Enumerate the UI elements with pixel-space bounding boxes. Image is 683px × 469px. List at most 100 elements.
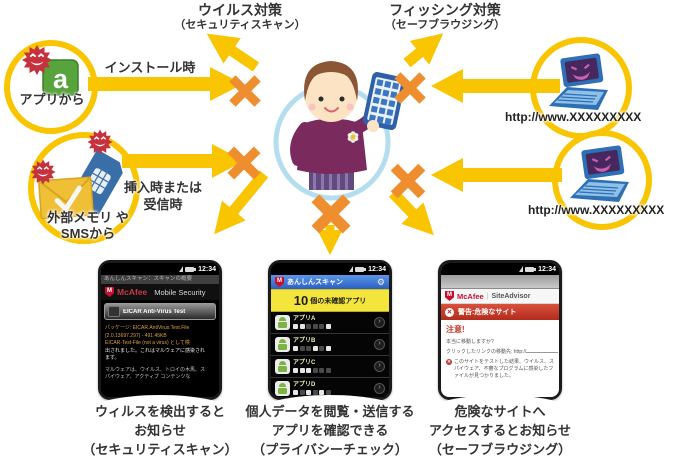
arrow-to-phone1 bbox=[214, 170, 269, 235]
from-memory-label-2: SMSから bbox=[60, 226, 116, 241]
app-list-row: アプリC › bbox=[271, 356, 389, 378]
status-bar: 12:34 bbox=[441, 263, 559, 275]
insert-time-label-1: 挿入時または bbox=[123, 180, 202, 195]
android-app-icon bbox=[275, 337, 290, 352]
virus-protection-subtitle: （セキュリティスキャン） bbox=[174, 19, 306, 31]
hair bbox=[304, 61, 358, 101]
danger-alert-banner: ✕ 警告:危険なサイト bbox=[441, 304, 559, 320]
detected-threat-row: EICAR Anti-Virus Test bbox=[104, 303, 216, 320]
arrow-to-phishing-label bbox=[403, 33, 444, 68]
permission-icons bbox=[293, 390, 331, 395]
chevron-right-icon: › bbox=[374, 361, 385, 372]
block-x-icon bbox=[394, 72, 426, 104]
battery-icon bbox=[355, 266, 367, 272]
caption-security-scan: ウィルスを検出すると お知らせ （セキュリティスキャン） bbox=[82, 404, 238, 457]
status-bar: 12:34 bbox=[271, 263, 389, 275]
hand bbox=[367, 120, 379, 132]
mcafee-shield-icon: M bbox=[275, 277, 284, 287]
from-app-label: アプリから bbox=[19, 92, 85, 107]
unchecked-count-suffix: 個の未確認アプリ bbox=[310, 297, 367, 305]
clock: 12:34 bbox=[368, 265, 386, 273]
phone-screenshot-privacy-check: 12:34 M あんしんスキャン ⚙ 10 個の未確認アプリ アプリA › bbox=[260, 260, 400, 411]
brand-product: Mobile Security bbox=[154, 287, 206, 297]
mcafee-shield-icon: M bbox=[105, 287, 114, 297]
permission-icons bbox=[293, 324, 331, 329]
detail-text: このサイトをテストした結果、ウイルス、スパイウェア、不審なプログラムに感染したフ… bbox=[454, 359, 555, 379]
flower-icon bbox=[347, 131, 359, 143]
app-list-row: アプリA › bbox=[271, 312, 389, 334]
face bbox=[305, 70, 357, 122]
malicious-app-icon: a bbox=[42, 59, 79, 96]
brand-name: McAfee bbox=[457, 291, 484, 301]
chevron-right-icon: › bbox=[374, 339, 385, 350]
arrow-to-virus-label bbox=[206, 33, 260, 72]
app-name: アプリD bbox=[293, 382, 316, 388]
app-title: あんしんスキャン bbox=[287, 279, 343, 286]
protected-user-illustration bbox=[273, 61, 406, 201]
threat-name: EICAR Anti-Virus Test bbox=[123, 308, 186, 315]
warning-body: 注意! 本当に移動しますか? クリックしたリンクの移動先: http:// ✕ … bbox=[441, 320, 559, 384]
threat-file-icon bbox=[108, 306, 120, 317]
link-destination: クリックしたリンクの移動先: http:// bbox=[446, 348, 559, 355]
app-list-row: アプリD › bbox=[271, 378, 389, 397]
warning-x-icon: ✕ bbox=[445, 307, 454, 317]
confirm-question: 本当に移動しますか? bbox=[446, 339, 494, 345]
battery-icon bbox=[185, 266, 197, 272]
phone-screenshot-safe-browsing: 12:34 M McAfee | SiteAdvisor ✕ 警告:危険なサイト… bbox=[430, 260, 570, 411]
signal-icon bbox=[179, 266, 184, 272]
android-app-icon bbox=[275, 315, 290, 330]
brand-name: McAfee bbox=[117, 287, 148, 297]
battery-icon bbox=[525, 266, 537, 272]
app-list-row: アプリB › bbox=[271, 334, 389, 356]
app-name: アプリC bbox=[293, 360, 316, 366]
clock: 12:34 bbox=[538, 265, 556, 273]
alert-title: 警告:危険なサイト bbox=[458, 309, 517, 316]
caption-safe-browsing: 危険なサイトへ アクセスするとお知らせ （セーフブラウジング） bbox=[428, 404, 572, 457]
permission-icons bbox=[293, 346, 331, 351]
gear-icon: ⚙ bbox=[376, 276, 385, 287]
app-header: M あんしんスキャン ⚙ bbox=[271, 275, 389, 289]
install-time-label: インストール時 bbox=[104, 60, 196, 75]
sms-envelope-icon bbox=[38, 176, 94, 220]
android-app-icon bbox=[275, 381, 290, 396]
app-name: アプリB bbox=[293, 338, 316, 344]
brand-product: SiteAdvisor bbox=[491, 292, 531, 300]
warning-heading: 注意! bbox=[446, 325, 465, 334]
caption-privacy-check: 個人データを閲覧・送信する アプリを確認できる （プライバシーチェック） bbox=[245, 404, 415, 457]
unchecked-count: 10 bbox=[293, 293, 309, 308]
clock: 12:34 bbox=[198, 265, 216, 273]
scan-result-text: パッケージ: EICAR.AntiVirus.Test.File (2.0.13… bbox=[105, 325, 206, 380]
malicious-url-1: http://www.XXXXXXXXX bbox=[505, 110, 642, 124]
block-x-icon bbox=[229, 75, 261, 107]
phishing-protection-subtitle: （セーフブラウジング） bbox=[384, 19, 506, 31]
brand-bar: M McAfee | SiteAdvisor bbox=[441, 289, 559, 304]
virus-protection-title: ウイルス対策 bbox=[198, 2, 282, 18]
web-arrow-1 bbox=[431, 69, 560, 103]
app-titlebar: あんしんスキャン：スキャンの概要 bbox=[101, 275, 219, 284]
chevron-right-icon: › bbox=[374, 317, 385, 328]
divider: | bbox=[486, 292, 489, 300]
block-x-icon bbox=[390, 163, 426, 199]
browser-toolbar bbox=[441, 275, 559, 289]
tablet-icon bbox=[362, 72, 406, 131]
phone-screenshot-security-scan: 12:34 あんしんスキャン：スキャンの概要 M McAfee Mobile S… bbox=[90, 260, 230, 411]
block-x-icon bbox=[311, 194, 351, 234]
android-app-icon bbox=[275, 359, 290, 374]
from-memory-label-1: 外部メモリ や bbox=[47, 210, 129, 225]
insert-time-label-2: 受信時 bbox=[143, 197, 183, 212]
phishing-protection-title: フィッシング対策 bbox=[389, 2, 501, 18]
signal-icon bbox=[349, 266, 354, 272]
status-bar: 12:34 bbox=[101, 263, 219, 275]
web-arrow-2 bbox=[431, 158, 562, 192]
permission-icons bbox=[293, 368, 331, 373]
memory-arrow bbox=[122, 144, 244, 178]
mcafee-shield-icon: M bbox=[445, 291, 454, 301]
install-arrow bbox=[88, 67, 243, 101]
svg-text:a: a bbox=[53, 64, 69, 94]
app-name: アプリA bbox=[293, 316, 316, 322]
unchecked-apps-banner: 10 個の未確認アプリ bbox=[271, 289, 389, 312]
malicious-url-2: http://www.XXXXXXXXX bbox=[528, 203, 665, 217]
left-arm bbox=[290, 122, 311, 166]
